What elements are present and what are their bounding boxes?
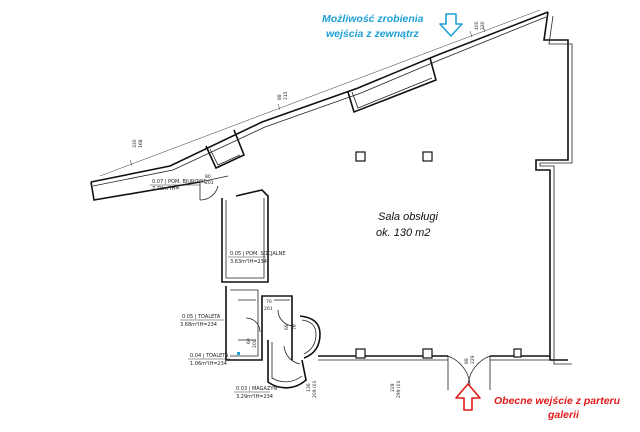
- room-toilet2-name: 0.04 | TOALETA: [190, 353, 229, 359]
- dim-label-9: 228: [390, 383, 396, 392]
- dim-label-11: 88: [464, 358, 470, 364]
- column-2: [422, 151, 433, 162]
- room-toilet1-area: 3.68m²IH=234: [180, 322, 217, 328]
- dim-label-14: 201: [205, 180, 214, 186]
- current-entrance-note-line2: galerii: [547, 409, 580, 421]
- dim-label-5: 400: [474, 21, 480, 30]
- facade-bay: [347, 57, 437, 114]
- dim-label-12: 229: [470, 355, 476, 364]
- possible-entrance-note-line2: wejścia z zewnątrz: [326, 28, 420, 40]
- curved-column-wall: [299, 315, 321, 359]
- storage-room-wall: [267, 340, 307, 389]
- hall-area: ok. 130 m2: [376, 227, 430, 239]
- entrance-door-left: [447, 355, 471, 390]
- dim-label-17: 68: [284, 324, 290, 330]
- room-toilet1-name: 0.05 | TOALETA: [182, 314, 221, 320]
- room-office-name: 0.07 | POM. BIUROWE: [152, 179, 207, 185]
- room-social-area: 3.63m²IH=234: [230, 259, 267, 265]
- room-toilet2-area: 1.06m²IH=234: [190, 361, 227, 367]
- dim-label-19: 200: [252, 339, 258, 348]
- facade-dimension-line: [99, 9, 541, 177]
- entrance-door-right: [467, 355, 491, 390]
- room-office-area: 7.70m²IH=: [152, 186, 179, 192]
- north-facade-inner: [92, 16, 547, 187]
- column-5: [513, 348, 522, 358]
- column-1: [355, 151, 366, 162]
- east-wall-inner: [539, 15, 573, 365]
- arrow-up-icon: [455, 383, 481, 411]
- dim-label-10: 299 (01: [396, 380, 402, 398]
- dim-label-6: 230: [480, 21, 486, 30]
- north-facade-outer: [90, 11, 549, 183]
- social-room-walls: [221, 189, 269, 283]
- current-entrance-note-line1: Obecne wejście z parteru: [494, 395, 621, 407]
- dim-label-13: 80: [205, 174, 211, 180]
- column-4: [422, 348, 433, 359]
- room-social-name: 0.05 | POM. SOCJALNE: [230, 251, 286, 257]
- dim-label-2: 168: [138, 139, 144, 148]
- dim-label-16: 201: [264, 306, 273, 312]
- west-wall: [90, 181, 201, 201]
- dim-label-7: 136: [306, 383, 312, 392]
- room-storage-name: 0.03 | MAGAZYN: [236, 386, 277, 392]
- hall-name: Sala obsługi: [378, 211, 438, 223]
- dim-label-1: 330: [132, 139, 138, 148]
- room-storage-area: 3.29m²IH=234: [236, 394, 273, 400]
- east-wall: [535, 11, 569, 361]
- dim-label-8: 209 (01: [312, 380, 318, 398]
- plumbing-marker: [237, 352, 240, 355]
- dim-label-20: 60: [246, 338, 252, 344]
- dim-label-18: 70: [292, 324, 298, 330]
- arrow-down-icon: [439, 13, 463, 37]
- possible-entrance-note-line1: Możliwość zrobienia: [322, 13, 424, 25]
- toilet-block-walls: [225, 286, 293, 361]
- dim-label-15: 70: [266, 299, 272, 305]
- column-3: [355, 348, 366, 359]
- dim-label-3: 88: [277, 94, 283, 100]
- dim-label-4: 215: [283, 91, 289, 100]
- office-block: [205, 129, 246, 170]
